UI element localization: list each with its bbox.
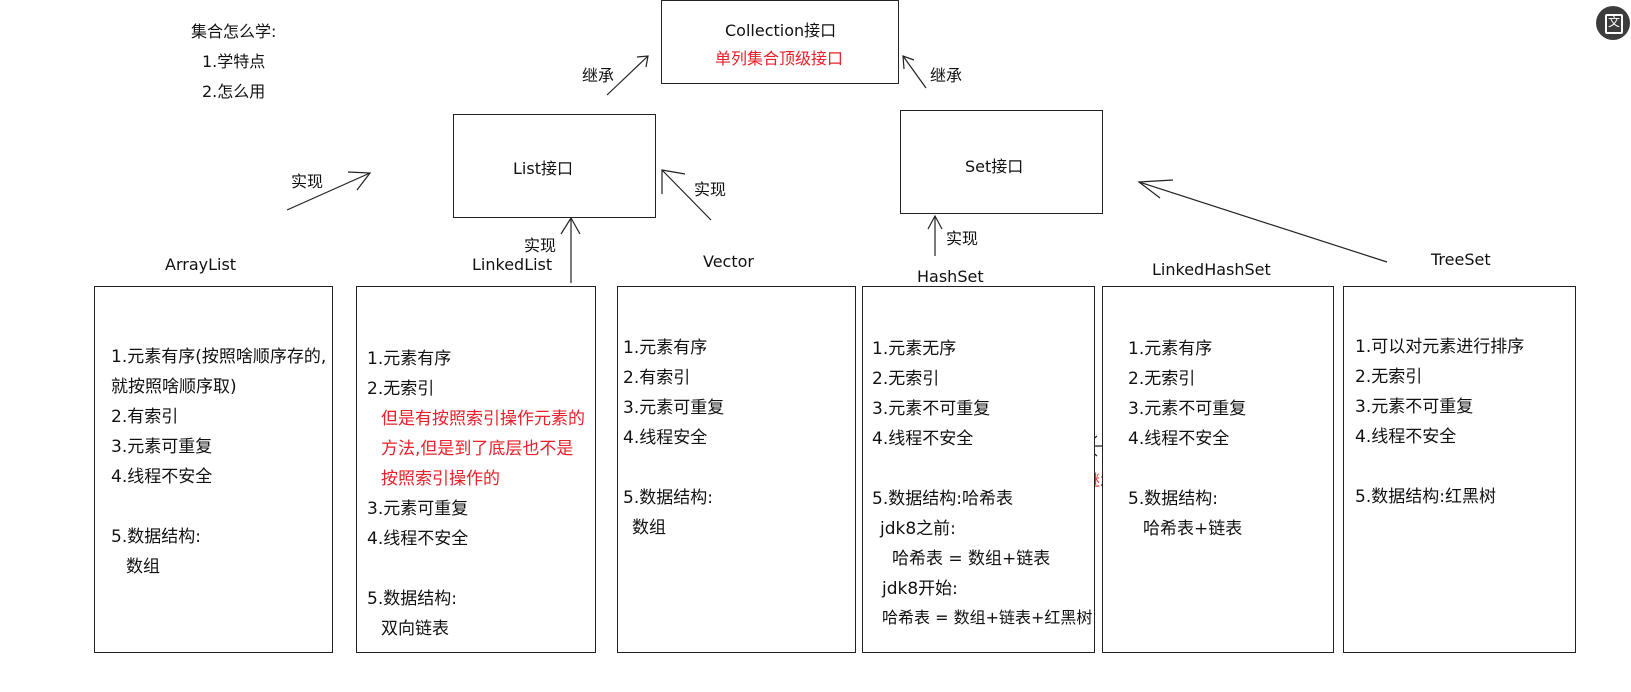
linkedlist-line: 方法,但是到了底层也不是 xyxy=(381,439,574,459)
document-icon xyxy=(1605,14,1623,34)
treeset-line: 4.线程不安全 xyxy=(1355,427,1457,447)
intro-title: 集合怎么学: xyxy=(191,22,277,41)
linkedlist-box: 1.元素有序 2.无索引 但是有按照索引操作元素的 方法,但是到了底层也不是 按… xyxy=(356,286,596,653)
arraylist-box: 1.元素有序(按照啥顺序存的, 就按照啥顺序取) 2.有索引 3.元素可重复 4… xyxy=(94,286,333,653)
arraylist-line: 2.有索引 xyxy=(111,407,179,427)
label-inherit-set: 继承 xyxy=(930,66,963,85)
hashset-line: 3.元素不可重复 xyxy=(872,399,991,419)
vector-box: 1.元素有序 2.有索引 3.元素可重复 4.线程安全 5.数据结构: 数组 xyxy=(617,286,856,653)
linkedhashset-name: LinkedHashSet xyxy=(1152,260,1271,279)
arraylist-line: 数组 xyxy=(126,557,160,577)
arrow-arraylist-to-list xyxy=(286,171,372,211)
collection-interface-box: Collection接口 单列集合顶级接口 xyxy=(661,0,899,84)
arrow-list-to-collection xyxy=(606,55,649,96)
list-interface-title: List接口 xyxy=(513,159,573,178)
hashset-line: 5.数据结构:哈希表 xyxy=(872,489,1013,509)
linkedhashset-line: 4.线程不安全 xyxy=(1128,429,1230,449)
linkedlist-line: 5.数据结构: xyxy=(367,589,457,609)
linkedlist-line: 但是有按照索引操作元素的 xyxy=(381,409,585,429)
label-impl-hashset: 实现 xyxy=(946,229,979,248)
hashset-line: 4.线程不安全 xyxy=(872,429,974,449)
treeset-line: 1.可以对元素进行排序 xyxy=(1355,337,1525,357)
arraylist-line: 5.数据结构: xyxy=(111,527,201,547)
hashset-box: 1.元素无序 2.无索引 3.元素不可重复 4.线程不安全 5.数据结构:哈希表… xyxy=(862,286,1095,653)
arrow-hashset-to-set xyxy=(927,214,943,256)
vector-line: 1.元素有序 xyxy=(623,338,708,358)
linkedlist-name: LinkedList xyxy=(472,255,553,274)
arraylist-line: 1.元素有序(按照啥顺序存的, xyxy=(111,347,327,367)
arrow-treeset-to-set xyxy=(1137,179,1388,263)
translate-button[interactable]: 文 xyxy=(1596,6,1630,40)
treeset-line: 3.元素不可重复 xyxy=(1355,397,1474,417)
linkedhashset-line: 5.数据结构: xyxy=(1128,489,1218,509)
vector-name: Vector xyxy=(703,252,754,271)
vector-line: 数组 xyxy=(632,518,666,538)
set-interface-title: Set接口 xyxy=(965,157,1024,176)
linkedlist-line: 双向链表 xyxy=(381,619,449,639)
label-impl-linkedlist: 实现 xyxy=(524,236,557,255)
label-inherit-list: 继承 xyxy=(582,66,615,85)
vector-line: 4.线程安全 xyxy=(623,428,708,448)
hashset-line: 2.无索引 xyxy=(872,369,940,389)
linkedhashset-line: 3.元素不可重复 xyxy=(1128,399,1247,419)
linkedhashset-line: 哈希表+链表 xyxy=(1143,519,1243,539)
arraylist-line: 就按照啥顺序取) xyxy=(111,377,237,397)
linkedlist-line: 3.元素可重复 xyxy=(367,499,469,519)
label-impl-vector: 实现 xyxy=(694,180,727,199)
hashset-line: 1.元素无序 xyxy=(872,339,957,359)
arraylist-line: 4.线程不安全 xyxy=(111,467,213,487)
hashset-line: jdk8之前: xyxy=(880,519,956,539)
translate-icon: 文 xyxy=(1607,15,1620,29)
hashset-line: 哈希表 = 数组+链表 xyxy=(892,549,1051,569)
linkedhashset-box: 1.元素有序 2.无索引 3.元素不可重复 4.线程不安全 5.数据结构: 哈希… xyxy=(1102,286,1334,653)
linkedlist-line: 按照索引操作的 xyxy=(381,469,500,489)
treeset-box: 1.可以对元素进行排序 2.无索引 3.元素不可重复 4.线程不安全 5.数据结… xyxy=(1343,286,1576,653)
vector-line: 5.数据结构: xyxy=(623,488,713,508)
intro-step-2: 2.怎么用 xyxy=(202,82,266,101)
vector-line: 3.元素可重复 xyxy=(623,398,725,418)
label-impl-arraylist: 实现 xyxy=(291,172,324,191)
hashset-name: HashSet xyxy=(917,267,984,286)
arrow-linkedlist-to-list xyxy=(560,216,581,283)
arraylist-name: ArrayList xyxy=(165,255,237,274)
linkedhashset-line: 2.无索引 xyxy=(1128,369,1196,389)
arrow-set-to-collection xyxy=(902,55,927,89)
treeset-line: 2.无索引 xyxy=(1355,367,1423,387)
arrow-vector-to-list xyxy=(661,169,712,221)
treeset-name: TreeSet xyxy=(1431,250,1491,269)
list-interface-box: List接口 xyxy=(453,114,656,218)
collection-subtitle: 单列集合顶级接口 xyxy=(715,49,844,68)
arraylist-line: 3.元素可重复 xyxy=(111,437,213,457)
linkedhashset-line: 1.元素有序 xyxy=(1128,339,1213,359)
hashset-line: jdk8开始: xyxy=(882,579,958,599)
treeset-line: 5.数据结构:红黑树 xyxy=(1355,487,1496,507)
vector-line: 2.有索引 xyxy=(623,368,691,388)
set-interface-box: Set接口 xyxy=(900,110,1103,214)
linkedlist-line: 4.线程不安全 xyxy=(367,529,469,549)
linkedlist-line: 1.元素有序 xyxy=(367,349,452,369)
hashset-line: 哈希表 = 数组+链表+红黑树 xyxy=(882,608,1093,627)
intro-step-1: 1.学特点 xyxy=(202,52,266,71)
linkedlist-line: 2.无索引 xyxy=(367,379,435,399)
collection-title: Collection接口 xyxy=(725,21,837,40)
